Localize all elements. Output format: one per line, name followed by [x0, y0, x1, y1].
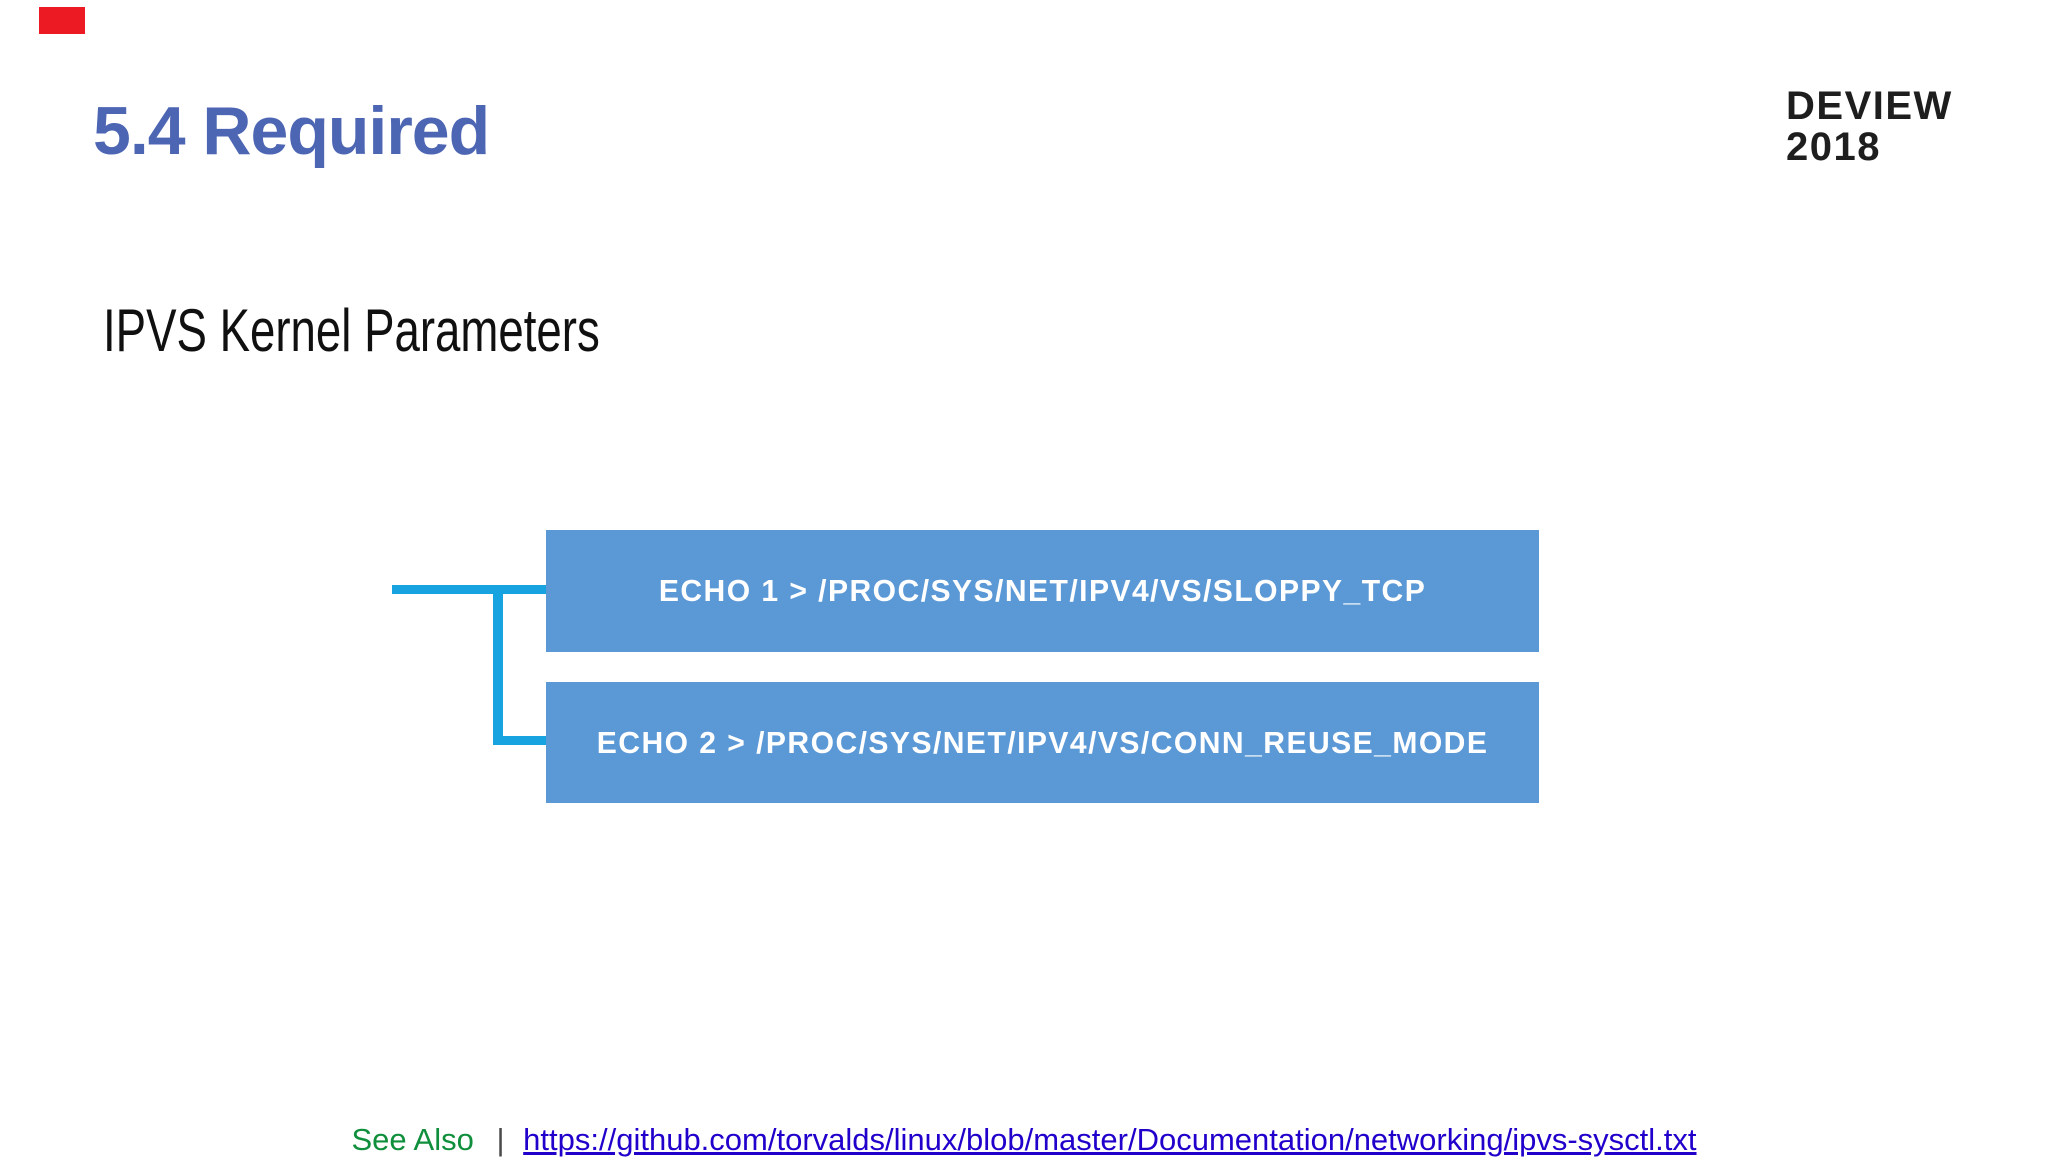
logo-line-1: DEVIEW: [1786, 84, 1953, 128]
ipvs-sysctl-doc-link[interactable]: https://github.com/torvalds/linux/blob/m…: [523, 1122, 1697, 1157]
command-text-sloppy-tcp: ECHO 1 > /PROC/SYS/NET/IPV4/VS/SLOPPY_TC…: [658, 573, 1427, 608]
command-box-conn-reuse-mode: ECHO 2 > /PROC/SYS/NET/IPV4/VS/CONN_REUS…: [546, 682, 1539, 803]
recording-marker: [39, 7, 85, 34]
connector-vertical-line: [493, 585, 503, 745]
logo-line-2: 2018: [1786, 125, 1881, 169]
footer: See Also | https://github.com/torvalds/l…: [0, 1122, 2048, 1158]
command-text-conn-reuse-mode: ECHO 2 > /PROC/SYS/NET/IPV4/VS/CONN_REUS…: [596, 724, 1489, 760]
connector-bottom-horizontal-line: [493, 736, 549, 745]
see-also-label: See Also: [351, 1122, 474, 1157]
section-heading: IPVS Kernel Parameters: [103, 296, 757, 365]
command-box-sloppy-tcp: ECHO 1 > /PROC/SYS/NET/IPV4/VS/SLOPPY_TC…: [546, 530, 1539, 652]
footer-separator: |: [496, 1122, 505, 1157]
connector-top-horizontal-line: [392, 585, 548, 594]
slide-title: 5.4 Required: [93, 93, 490, 169]
section-heading-text: IPVS Kernel Parameters: [103, 297, 600, 364]
deview-2018-logo: DEVIEW 2018: [1786, 86, 1953, 168]
